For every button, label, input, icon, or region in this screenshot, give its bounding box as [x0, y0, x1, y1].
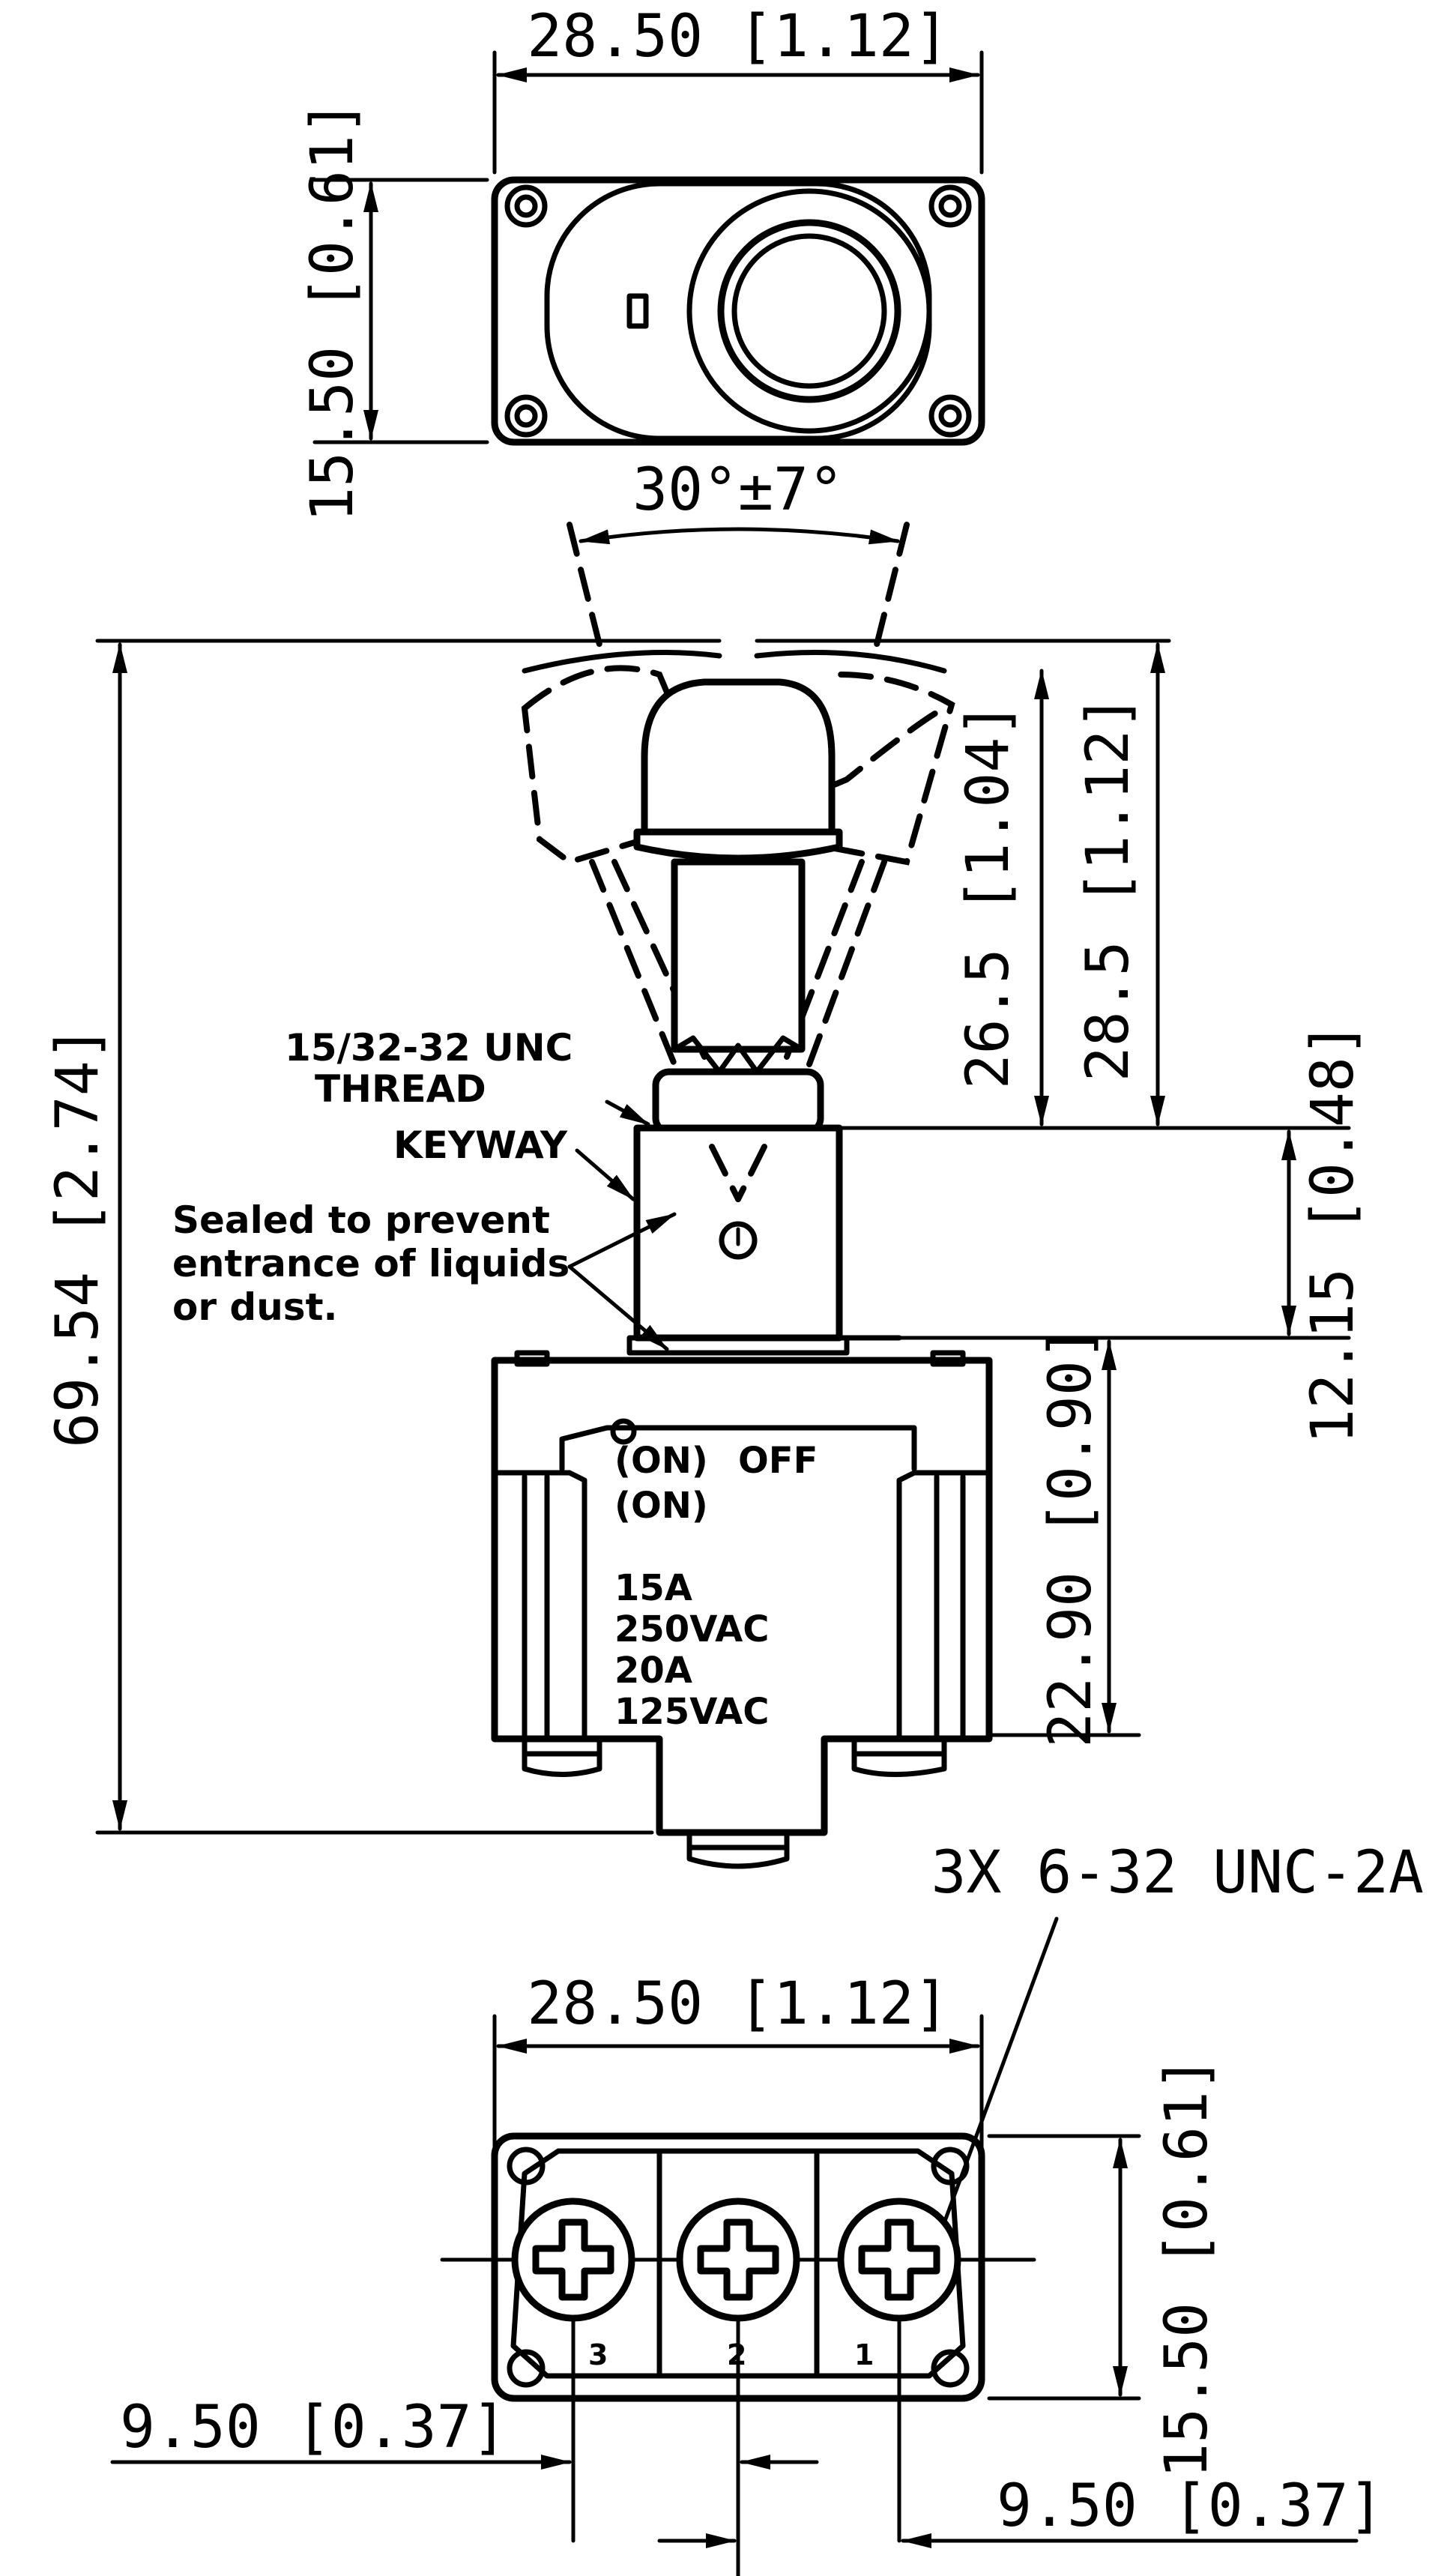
lever-angle-dimension: 30°±7°: [632, 456, 844, 524]
switch-body: (ON) OFF (ON) 15A 250VAC 20A 125VAC: [491, 1350, 993, 1869]
pitch-dimension-right: 9.50 [0.37]: [997, 2473, 1384, 2540]
lever-height-dimension-1: 26.5 [1.04]: [955, 702, 1022, 1090]
terminal-label-1: 1: [854, 2338, 874, 2371]
keyway-callout: KEYWAY: [393, 1123, 568, 1167]
top-view-housing: [491, 176, 985, 446]
body-height-dimension: 22.90 [0.90]: [1037, 1325, 1105, 1748]
terminal-screw-3: [511, 2198, 635, 2322]
terminal-label-2: 2: [727, 2338, 746, 2371]
bottom-width-dimension: 28.50 [1.12]: [527, 1970, 949, 2038]
overall-height-dimension: 69.54 [2.74]: [44, 1025, 112, 1448]
rating-volts-1: 250VAC: [614, 1608, 769, 1650]
rating-amps-1: 15A: [614, 1567, 692, 1609]
pitch-dimension-left: 9.50 [0.37]: [120, 2394, 507, 2461]
top-view: 28.50 [1.12] 15.50 [0.61] 30°±7°: [299, 3, 985, 648]
mounting-hole: [504, 184, 548, 228]
bushing-top-circle: [717, 219, 901, 403]
screw-thread-note: 3X 6-32 UNC-2A: [931, 1839, 1424, 1907]
bottom-view: 3X 6-32 UNC-2A 28.50 [1.12] 15.50 [0.61]: [110, 1839, 1424, 2576]
mounting-hole: [928, 184, 972, 228]
lever-alternate-positions: [521, 665, 955, 1067]
label-on-2: (ON): [614, 1485, 708, 1527]
top-height-dimension: 15.50 [0.61]: [299, 100, 366, 522]
bushing-height-dimension: 12.15 [0.48]: [1299, 1022, 1367, 1444]
mounting-hole: [504, 394, 548, 438]
toggle-lever[interactable]: [633, 678, 843, 1075]
rating-volts-2: 125VAC: [614, 1691, 769, 1733]
side-view: 69.54 [2.74] 26.5 [1.04] 28.5 [1.12] 12.…: [44, 639, 1367, 1869]
rating-amps-2: 20A: [614, 1650, 692, 1692]
terminal-label-3: 3: [588, 2338, 608, 2371]
bottom-height-dimension: 15.50 [0.61]: [1153, 2056, 1221, 2479]
top-width-dimension: 28.50 [1.12]: [527, 3, 949, 70]
lever-height-dimension-2: 28.5 [1.12]: [1075, 695, 1142, 1082]
threaded-bushing: [626, 1068, 902, 1356]
terminal-screw-1: [837, 2198, 961, 2322]
label-on-1: (ON): [614, 1440, 708, 1482]
terminal-screw-2: [676, 2198, 800, 2322]
label-off: OFF: [738, 1440, 818, 1482]
mounting-hole: [928, 394, 972, 438]
